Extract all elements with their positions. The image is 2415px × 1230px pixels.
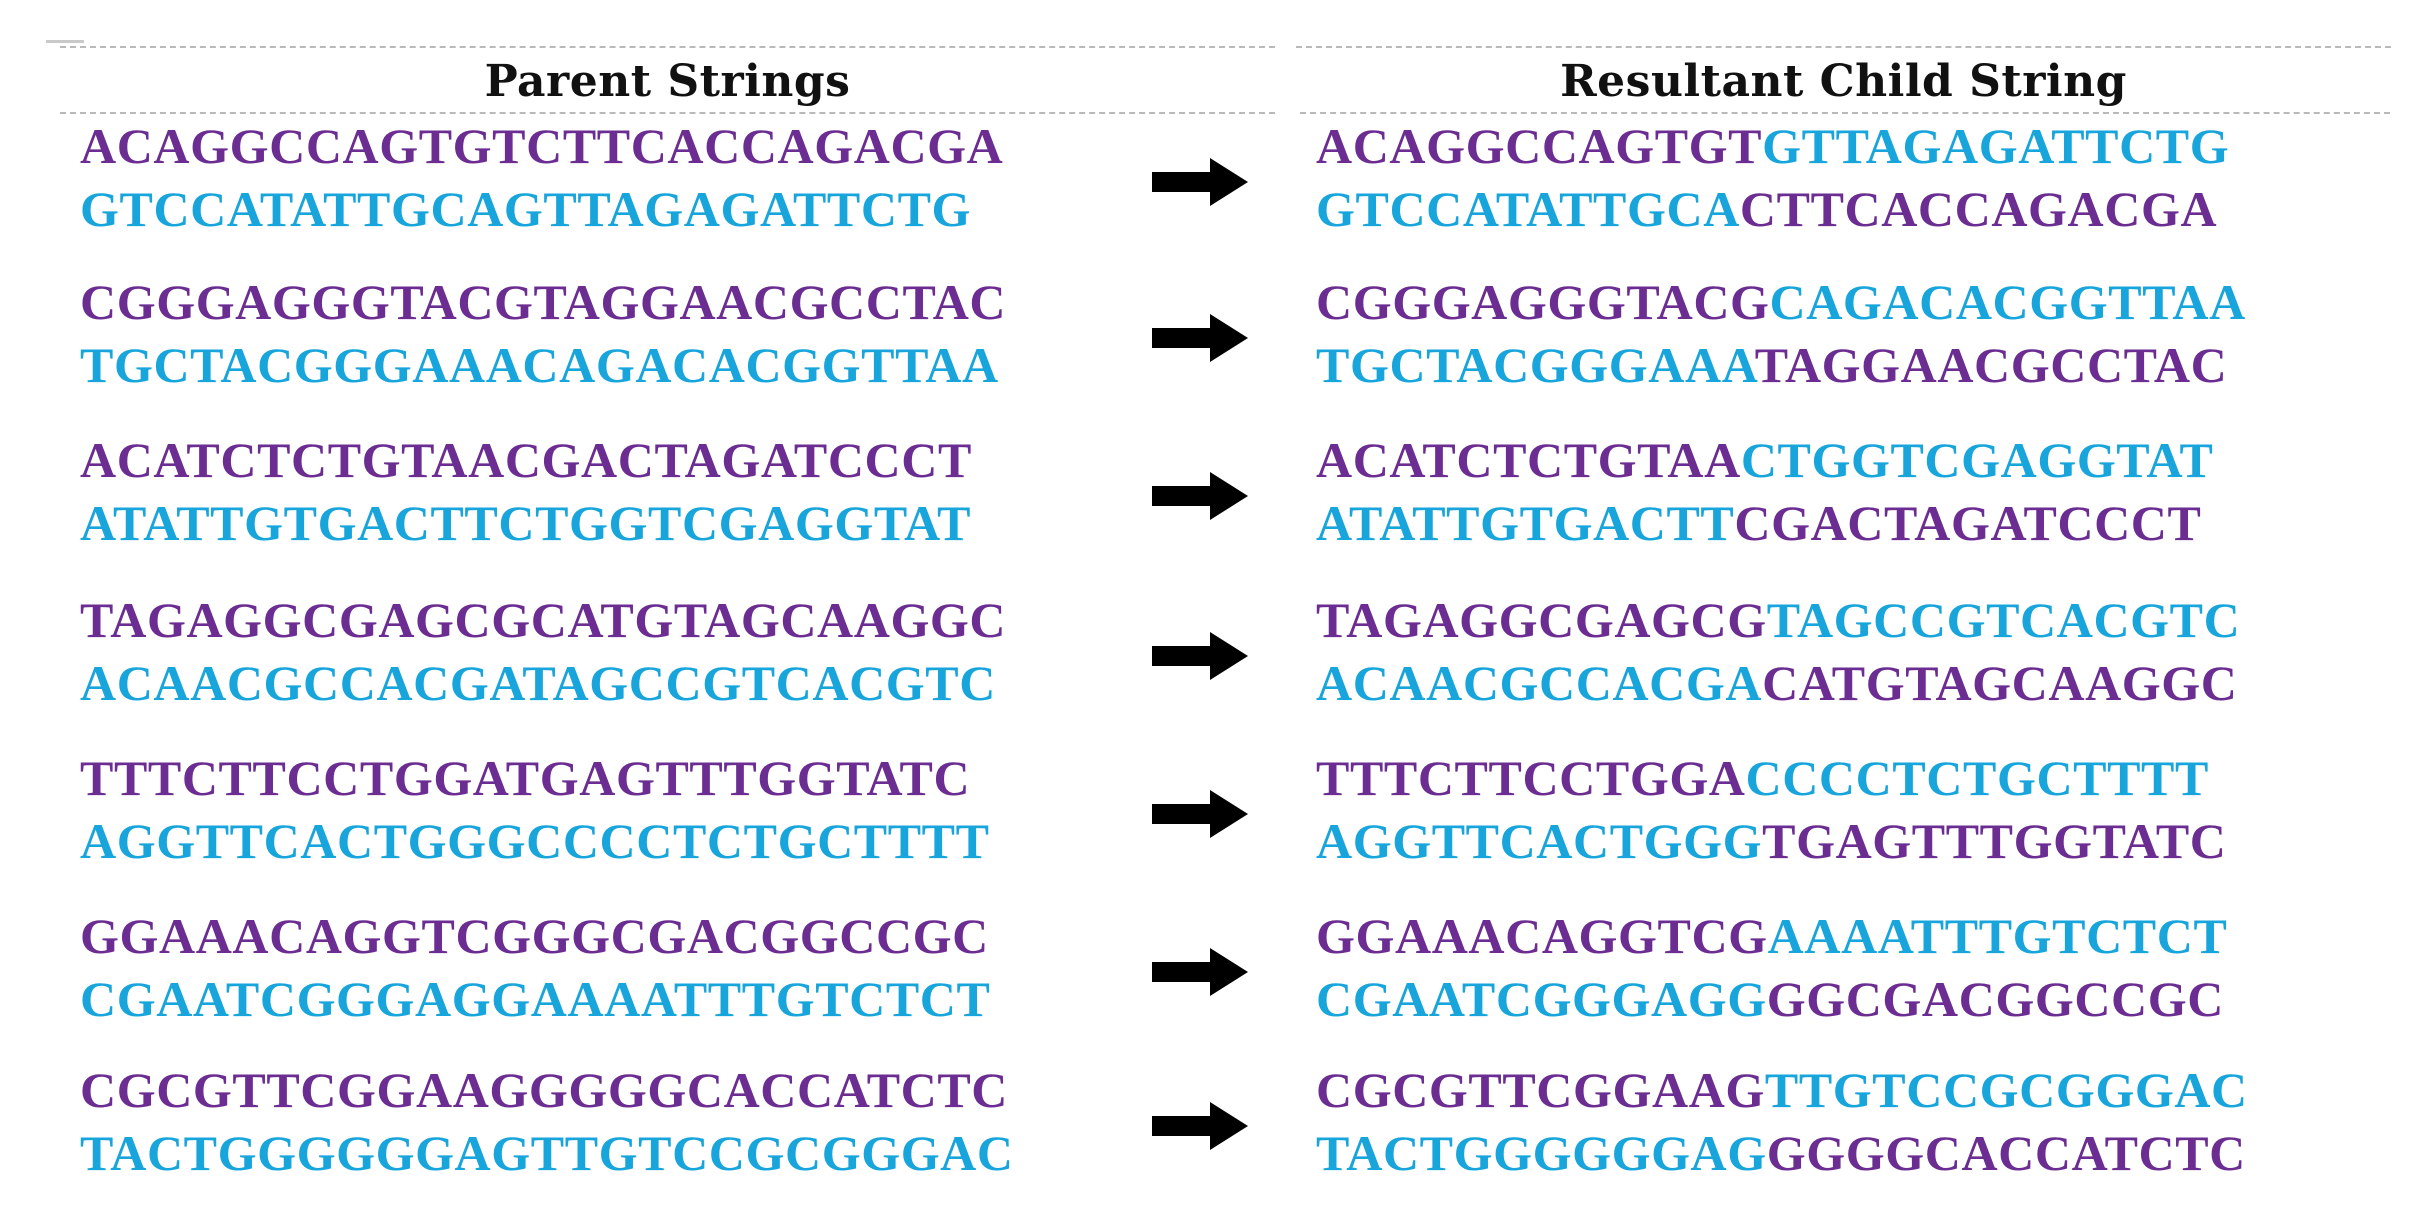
child-string-1: CGGGAGGGTACGCAGACACGGTTAA xyxy=(1316,272,2246,332)
child-string-1: TTTCTTCCTGGACCCCTCTGCTTTT xyxy=(1316,748,2209,808)
child-segment-2: TAGGAACGCCTAC xyxy=(1754,337,2228,393)
parent-string-2: ACAACGCCACGATAGCCGTCACGTC xyxy=(80,655,996,711)
child-segment-2: CTTCACCAGACGA xyxy=(1739,181,2218,237)
child-string-1: TAGAGGCGAGCGTAGCCGTCACGTC xyxy=(1316,590,2240,650)
child-segment-1: AGGTTCACTGGG xyxy=(1316,813,1763,869)
right-arrow-icon xyxy=(1152,632,1248,680)
parent-string-1: ACAGGCCAGTGTCTTCACCAGACGA xyxy=(80,118,1004,174)
child-segment-2: GGCGACGGCCGC xyxy=(1766,971,2224,1027)
parent-string-1: CGGGAGGGTACGTAGGAACGCCTAC xyxy=(80,274,1007,330)
child-segment-1: TGCTACGGGAAA xyxy=(1316,337,1755,393)
child-string-1: ACATCTCTGTAACTGGTCGAGGTAT xyxy=(1316,430,2214,490)
parent-string-2: TACTGGGGGGAGTTGTCCGCGGGAC xyxy=(80,1125,1014,1181)
child-segment-1: ACAGGCCAGTGT xyxy=(1316,118,1763,174)
right-arrow-icon xyxy=(1152,472,1248,520)
child-segment-1: GGAAACAGGTCG xyxy=(1316,908,1768,964)
child-segment-1: TTTCTTCCTGGA xyxy=(1316,750,1746,806)
child-string-2: TACTGGGGGGAGGGGGCACCATCTC xyxy=(1316,1123,2246,1183)
child-segment-2: AAAATTTGTCTCT xyxy=(1767,908,2228,964)
child-string-2: ATATTGTGACTTCGACTAGATCCCT xyxy=(1316,493,2201,553)
child-segment-2: GTTAGAGATTCTG xyxy=(1762,118,2230,174)
child-segment-1: CGAATCGGGAGG xyxy=(1316,971,1767,1027)
child-segment-2: GGGGCACCATCTC xyxy=(1766,1125,2246,1181)
child-string-heading: Resultant Child String xyxy=(1560,56,2127,107)
parent-string-2: ATATTGTGACTTCTGGTCGAGGTAT xyxy=(80,495,972,551)
child-segment-2: TTGTCCGCGGGAC xyxy=(1764,1062,2248,1118)
child-segment-2: CAGACACGGTTAA xyxy=(1769,274,2246,330)
child-segment-2: CTGGTCGAGGTAT xyxy=(1740,432,2214,488)
child-segment-1: ACAACGCCACGA xyxy=(1316,655,1763,711)
child-string-2: GTCCATATTGCACTTCACCAGACGA xyxy=(1316,179,2217,239)
parent-string-2: GTCCATATTGCAGTTAGAGATTCTG xyxy=(80,181,972,237)
parent-string-1: TTTCTTCCTGGATGAGTTTGGTATC xyxy=(80,750,971,806)
corner-mark xyxy=(46,40,84,43)
child-segment-2: CGACTAGATCCCT xyxy=(1734,495,2202,551)
child-segment-2: TAGCCGTCACGTC xyxy=(1766,592,2241,648)
parent-strings-heading: Parent Strings xyxy=(484,56,851,107)
top-divider-right xyxy=(1296,46,2391,48)
child-string-1: ACAGGCCAGTGTGTTAGAGATTCTG xyxy=(1316,116,2229,176)
child-segment-2: TGAGTTTGGTATC xyxy=(1762,813,2227,869)
child-segment-1: ACATCTCTGTAA xyxy=(1316,432,1741,488)
child-segment-1: GTCCATATTGCA xyxy=(1316,181,1740,237)
right-arrow-icon xyxy=(1152,948,1248,996)
right-arrow-icon xyxy=(1152,1102,1248,1150)
header-divider-left xyxy=(60,112,1275,114)
child-string-2: ACAACGCCACGACATGTAGCAAGGC xyxy=(1316,653,2237,713)
child-segment-1: CGGGAGGGTACG xyxy=(1316,274,1770,330)
parent-string-2: AGGTTCACTGGGCCCCTCTGCTTTT xyxy=(80,813,990,869)
header-divider-right xyxy=(1300,112,2390,114)
child-segment-2: CCCCTCTGCTTTT xyxy=(1745,750,2209,806)
right-arrow-icon xyxy=(1152,158,1248,206)
parent-string-1: GGAAACAGGTCGGGCGACGGCCGC xyxy=(80,908,989,964)
right-arrow-icon xyxy=(1152,790,1248,838)
right-arrow-icon xyxy=(1152,314,1248,362)
child-string-2: CGAATCGGGAGGGGCGACGGCCGC xyxy=(1316,969,2224,1029)
top-divider-left xyxy=(60,46,1275,48)
parent-string-1: ACATCTCTGTAACGACTAGATCCCT xyxy=(80,432,972,488)
parent-string-2: TGCTACGGGAAACAGACACGGTTAA xyxy=(80,337,999,393)
child-segment-1: TACTGGGGGGAG xyxy=(1316,1125,1767,1181)
child-string-2: AGGTTCACTGGGTGAGTTTGGTATC xyxy=(1316,811,2227,871)
child-segment-1: TAGAGGCGAGCG xyxy=(1316,592,1767,648)
child-string-1: CGCGTTCGGAAGTTGTCCGCGGGAC xyxy=(1316,1060,2248,1120)
child-string-1: GGAAACAGGTCGAAAATTTGTCTCT xyxy=(1316,906,2227,966)
parent-string-1: CGCGTTCGGAAGGGGGCACCATCTC xyxy=(80,1062,1009,1118)
child-string-2: TGCTACGGGAAATAGGAACGCCTAC xyxy=(1316,335,2227,395)
parent-string-1: TAGAGGCGAGCGCATGTAGCAAGGC xyxy=(80,592,1007,648)
child-segment-1: CGCGTTCGGAAG xyxy=(1316,1062,1765,1118)
parent-string-2: CGAATCGGGAGGAAAATTTGTCTCT xyxy=(80,971,991,1027)
child-segment-2: CATGTAGCAAGGC xyxy=(1762,655,2238,711)
child-segment-1: ATATTGTGACTT xyxy=(1316,495,1735,551)
